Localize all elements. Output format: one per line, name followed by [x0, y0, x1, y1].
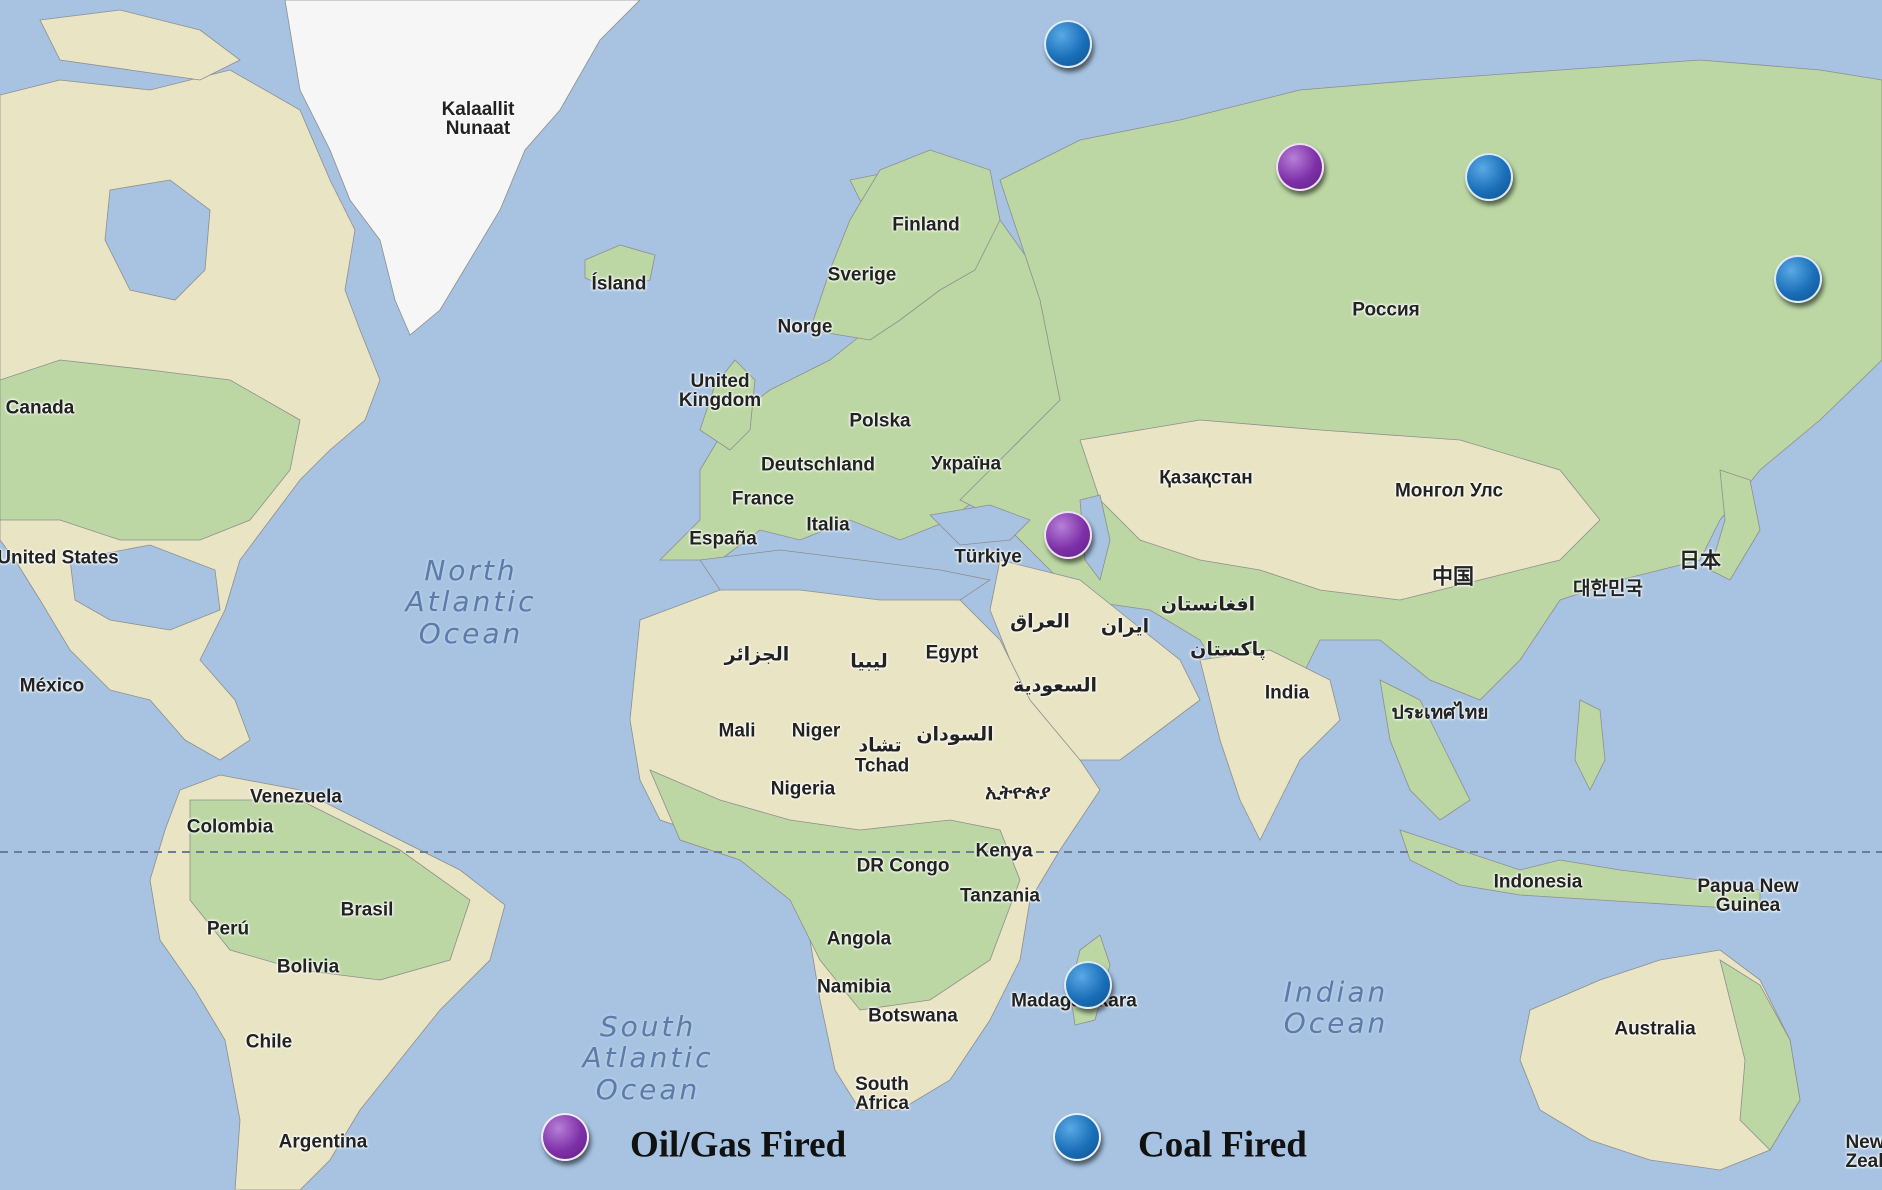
- black-sea: [929, 504, 1031, 546]
- label-daehanminguk: 대한민국: [1573, 578, 1643, 600]
- label-indonesia: Indonesia: [1493, 871, 1583, 893]
- legend-coal-label: Coal Fired: [1138, 1124, 1307, 1166]
- label-indian-ocean: Indian Ocean: [1283, 975, 1389, 1040]
- label-thailand: ประเทศไทย: [1391, 702, 1489, 724]
- label-iraq: العراق: [1010, 611, 1070, 633]
- southeast-asia-landmass: [1379, 679, 1471, 821]
- gulf-of-mexico: [69, 544, 221, 631]
- label-afghanistan: افغانستان: [1160, 594, 1256, 616]
- mediterranean-sea: [699, 549, 992, 601]
- africa-vegetation: [649, 769, 1021, 1011]
- label-turkiye: Türkiye: [954, 546, 1022, 568]
- legend-oil-gas-label: Oil/Gas Fired: [630, 1124, 847, 1166]
- oil-gas-plant-marker-iraq[interactable]: [1276, 142, 1325, 191]
- scandinavia-landmass: [809, 149, 1001, 341]
- label-united-states: United States: [0, 547, 119, 569]
- label-south-atlantic-ocean: South Atlantic Ocean: [582, 1009, 714, 1106]
- label-colombia: Colombia: [186, 816, 274, 838]
- label-papua-new-guinea: Papua New Guinea: [1697, 876, 1799, 916]
- label-ukraina: Україна: [930, 453, 1002, 475]
- label-peru: Perú: [206, 918, 250, 940]
- hudson-bay: [104, 179, 211, 301]
- label-north-atlantic-ocean: North Atlantic Ocean: [405, 553, 537, 650]
- label-venezuela: Venezuela: [250, 786, 342, 808]
- label-botswana: Botswana: [868, 1005, 958, 1027]
- label-angola: Angola: [826, 928, 892, 950]
- label-india: India: [1264, 682, 1310, 704]
- coal-plant-marker-tanzania[interactable]: [1064, 961, 1113, 1010]
- label-egypt: Egypt: [925, 642, 979, 664]
- central-asia-desert: [1079, 419, 1601, 601]
- arabia-landmass: [989, 559, 1201, 761]
- philippines-landmass: [1574, 699, 1606, 791]
- label-south-africa: South Africa: [855, 1074, 909, 1114]
- label-ethiopia: ኢትዮጵያ: [985, 782, 1051, 804]
- indonesia-islands: [1399, 829, 1761, 911]
- label-united-kingdom: United Kingdom: [678, 371, 762, 411]
- label-tchad-ar: تشاد: [858, 735, 902, 757]
- australia-vegetation: [1719, 959, 1801, 1151]
- label-australia: Australia: [1614, 1018, 1696, 1040]
- label-namibia: Namibia: [817, 976, 891, 998]
- label-dr-congo: DR Congo: [856, 855, 950, 877]
- label-norge: Norge: [777, 316, 833, 338]
- label-niger: Niger: [791, 720, 841, 742]
- label-mexico: México: [19, 675, 85, 697]
- label-pakistan: پاکستان: [1190, 639, 1266, 661]
- label-nigeria: Nigeria: [770, 778, 836, 800]
- label-italia: Italia: [806, 514, 850, 536]
- asia-landmass: [959, 59, 1882, 731]
- japan-landmass: [1709, 469, 1761, 581]
- legend-coal-marker: [1053, 1113, 1101, 1161]
- label-sudan: السودان: [916, 724, 994, 746]
- label-deutschland: Deutschland: [760, 454, 876, 476]
- arctic-islands: [39, 9, 241, 81]
- south-america-vegetation: [189, 799, 471, 981]
- legend-oil-gas-marker: [541, 1113, 589, 1161]
- label-aljazair: الجزائر: [724, 644, 790, 666]
- label-argentina: Argentina: [278, 1131, 368, 1153]
- label-polska: Polska: [849, 410, 911, 432]
- label-zhongguo: 中国: [1432, 565, 1474, 589]
- label-tchad: Tchad: [854, 755, 910, 777]
- label-canada: Canada: [5, 397, 75, 419]
- label-kenya: Kenya: [975, 840, 1033, 862]
- label-finland: Finland: [892, 214, 960, 236]
- label-bolivia: Bolivia: [276, 956, 340, 978]
- north-america-vegetation: [0, 359, 301, 541]
- label-france: France: [731, 488, 795, 510]
- label-espana: España: [689, 528, 757, 550]
- label-rossiya: Россия: [1352, 299, 1420, 321]
- label-chile: Chile: [245, 1031, 293, 1053]
- label-new-zealand: New Zeal: [1845, 1132, 1882, 1172]
- label-kazakhstan: Қазақстан: [1159, 467, 1253, 489]
- label-nihon: 日本: [1679, 549, 1721, 573]
- coal-plant-marker-iran[interactable]: [1465, 153, 1514, 202]
- label-mongol-uls: Монгол Улс: [1394, 480, 1504, 502]
- label-mali: Mali: [718, 720, 756, 742]
- india-landmass: [1199, 649, 1341, 841]
- label-tanzania: Tanzania: [960, 885, 1040, 907]
- label-saudi: السعودية: [1012, 675, 1098, 697]
- coal-plant-marker-turkey[interactable]: [1043, 20, 1092, 69]
- label-sverige: Sverige: [827, 264, 897, 286]
- label-island: Ísland: [591, 273, 647, 295]
- iceland-landmass: [584, 244, 656, 289]
- coal-plant-marker-pakistan[interactable]: [1773, 255, 1822, 304]
- greenland-landmass: [284, 0, 641, 336]
- uk-landmass: [699, 359, 756, 451]
- label-brasil: Brasil: [340, 899, 394, 921]
- label-libya: ليبيا: [850, 651, 888, 673]
- oil-gas-plant-marker-sudan[interactable]: [1043, 511, 1092, 560]
- label-kalaallit-nunaat: Kalaallit Nunaat: [441, 99, 515, 139]
- label-iran: ایران: [1100, 616, 1150, 638]
